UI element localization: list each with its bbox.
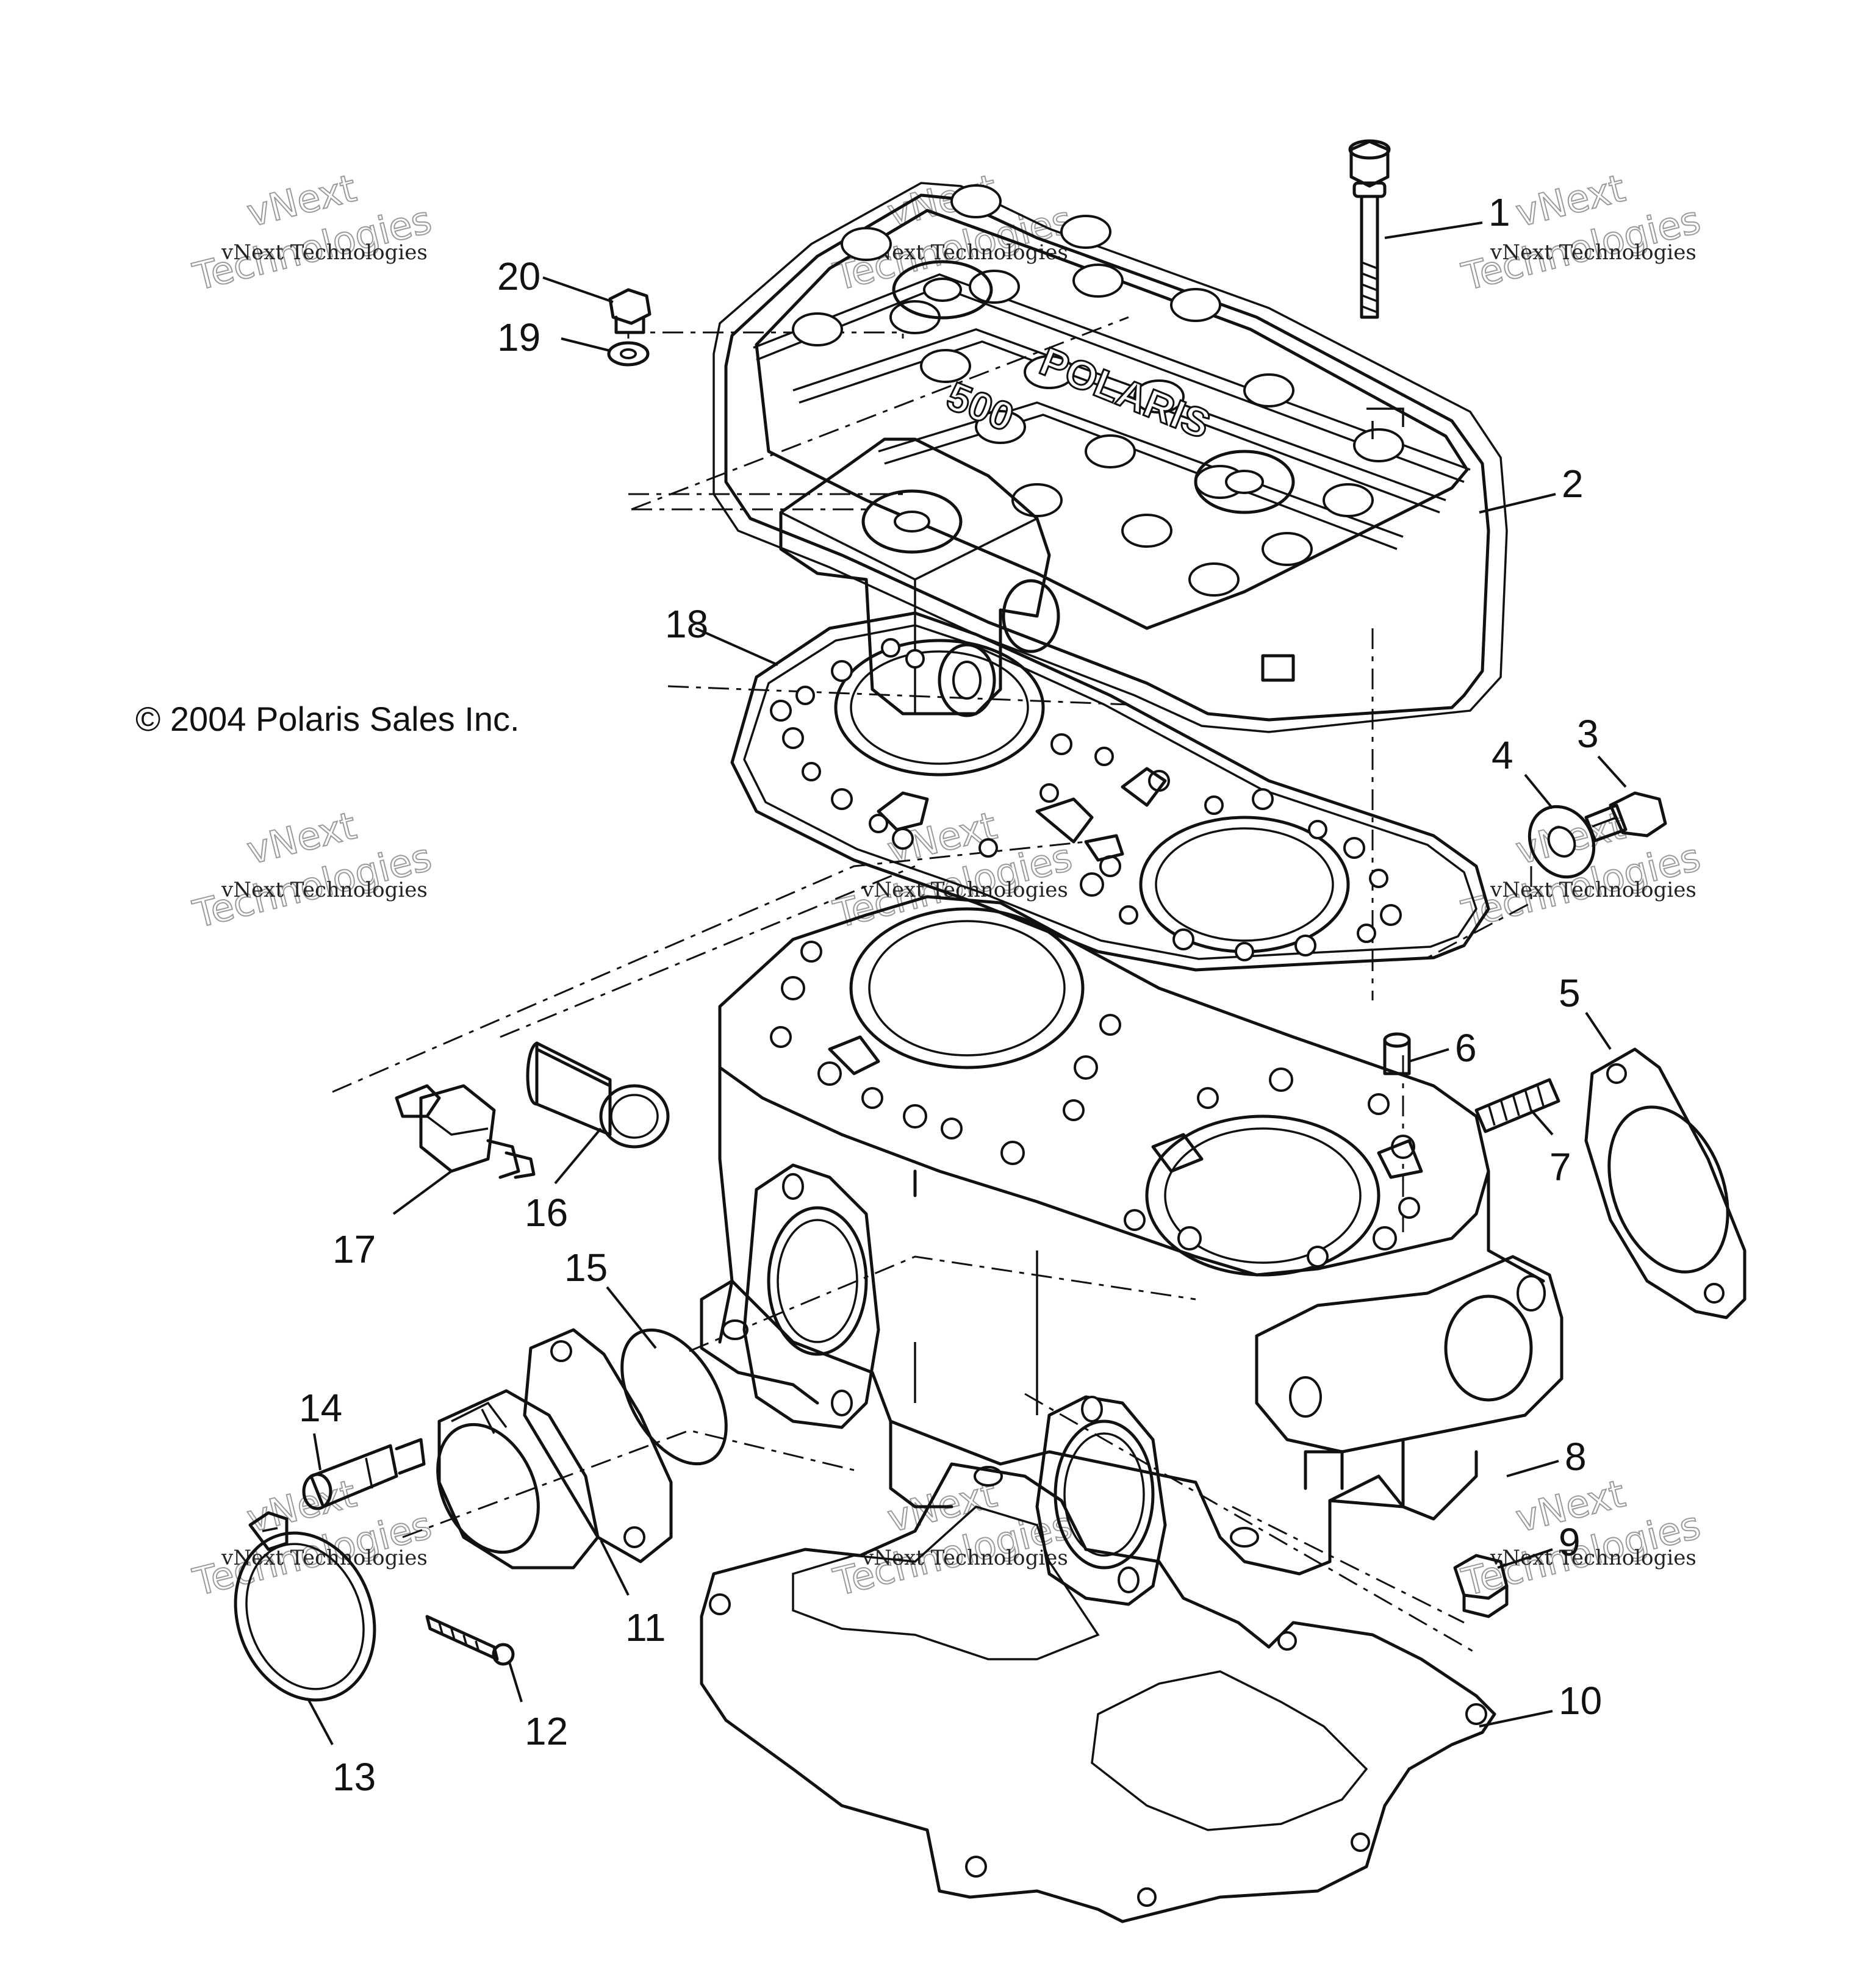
callout-3: 3 xyxy=(1577,712,1599,756)
cylinder-head-cover-icon: POLARIS 500 xyxy=(713,182,1508,733)
callout-4: 4 xyxy=(1492,733,1513,777)
watermark-top-right: vNext Technologies vNext Technologies xyxy=(1457,165,1705,300)
callout-20: 20 xyxy=(497,254,540,298)
base-gasket-icon xyxy=(700,1462,1496,1923)
svg-text:vNext Technologies: vNext Technologies xyxy=(861,1546,1068,1570)
callout-11: 11 xyxy=(625,1606,666,1649)
callout-numbers: 1 2 3 4 5 6 7 8 9 10 11 12 13 14 15 16 1… xyxy=(299,190,1602,1799)
callout-12: 12 xyxy=(525,1709,568,1753)
watermark-mid-left: vNext Technologies vNext Technologies xyxy=(188,802,436,937)
intake-flange-icon xyxy=(436,1328,673,1570)
exhaust-gasket-icon xyxy=(1584,1047,1747,1319)
sealing-washer-icon xyxy=(607,341,650,367)
watermark-bottom-left: vNext Technologies vNext Technologies xyxy=(188,1470,436,1605)
temperature-sensor-icon xyxy=(395,1084,536,1179)
hose-clamp-icon xyxy=(234,1511,376,1702)
callout-6: 6 xyxy=(1455,1026,1477,1070)
head-gasket-icon xyxy=(730,611,1490,972)
svg-text:vNext Technologies: vNext Technologies xyxy=(1490,240,1696,265)
copyright-text: © 2004 Polaris Sales Inc. xyxy=(135,700,520,738)
callout-2: 2 xyxy=(1562,462,1584,506)
svg-text:vNext Technologies: vNext Technologies xyxy=(221,878,428,902)
callout-14: 14 xyxy=(299,1386,342,1430)
thermostat-sleeve-icon xyxy=(526,1041,670,1149)
callout-5: 5 xyxy=(1559,971,1581,1015)
callout-9: 9 xyxy=(1559,1520,1581,1564)
watermark-mid-center: vNext Technologies vNext Technologies xyxy=(828,802,1077,937)
svg-text:vNext Technologies: vNext Technologies xyxy=(1490,878,1696,902)
svg-text:vNext Technologies: vNext Technologies xyxy=(861,240,1068,265)
callout-10: 10 xyxy=(1559,1679,1602,1723)
callout-16: 16 xyxy=(525,1191,568,1235)
svg-text:POLARIS: POLARIS xyxy=(1034,338,1217,447)
screw-icon xyxy=(425,1615,515,1666)
stud-icon xyxy=(1474,1078,1560,1133)
svg-text:vNext Technologies: vNext Technologies xyxy=(221,1546,428,1570)
watermark-top-left: vNext Technologies vNext Technologies xyxy=(188,165,436,300)
cylinder-block-icon xyxy=(700,895,1563,1606)
callout-15: 15 xyxy=(564,1246,608,1290)
callout-17: 17 xyxy=(332,1227,376,1271)
leader-lines xyxy=(307,221,1627,1745)
callout-7: 7 xyxy=(1549,1145,1571,1189)
o-ring-icon xyxy=(620,1328,728,1466)
callout-8: 8 xyxy=(1565,1435,1587,1479)
callout-19: 19 xyxy=(497,315,540,359)
svg-text:vNext Technologies: vNext Technologies xyxy=(221,240,428,265)
bleed-screw-icon xyxy=(608,288,652,334)
spacer-icon xyxy=(302,1438,426,1510)
nut-icon xyxy=(1453,1554,1509,1618)
callout-18: 18 xyxy=(665,602,708,646)
callout-1: 1 xyxy=(1488,190,1510,234)
dowel-pin-icon xyxy=(1383,1032,1411,1075)
callout-13: 13 xyxy=(332,1755,376,1799)
washer-icon xyxy=(1528,805,1596,879)
svg-text:vNext Technologies: vNext Technologies xyxy=(1490,1546,1696,1570)
head-bolt-icon xyxy=(1348,139,1391,319)
